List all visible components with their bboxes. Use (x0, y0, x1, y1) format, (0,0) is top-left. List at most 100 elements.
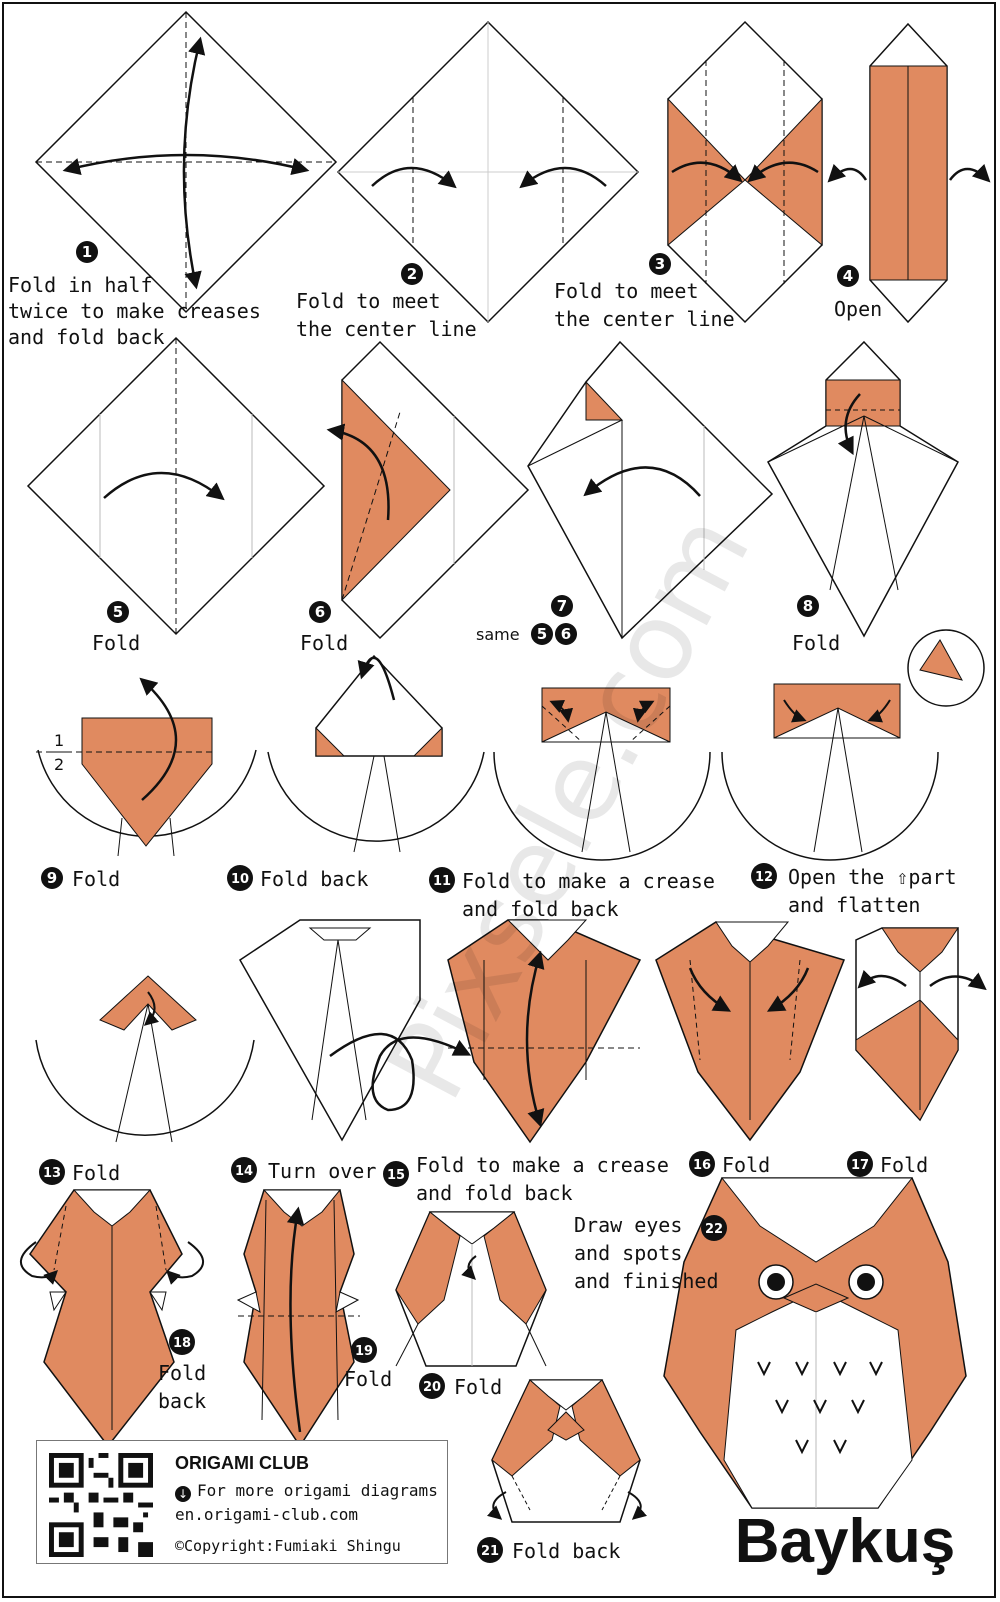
step-number-badge (555, 623, 577, 645)
step-3-figure (667, 20, 823, 324)
step-20-text: Fold (454, 1375, 502, 1399)
step-number: 4 (843, 267, 853, 285)
step-6-text: Fold (300, 631, 348, 655)
step-13-text: Fold (72, 1161, 120, 1185)
site-url[interactable]: en.origami-club.com (175, 1505, 359, 1524)
step-number: 12 (755, 870, 773, 885)
step-number-badge (351, 1337, 377, 1363)
step-number-badge (477, 1537, 503, 1563)
step-7-figure (527, 340, 774, 640)
step-number: 14 (235, 1164, 253, 1179)
step-10-figure (267, 654, 485, 853)
step-13-figure (35, 975, 255, 1143)
page-title: Baykuş (734, 1507, 956, 1576)
step-22-text: Draw eyes (574, 1213, 682, 1237)
step-1-text: twice to make creases (8, 299, 261, 323)
step-5-text: Fold (92, 631, 140, 655)
step-number: 21 (481, 1544, 499, 1559)
step-2-text: the center line (296, 317, 477, 341)
step-9-figure (36, 677, 257, 857)
step-number: 20 (423, 1380, 441, 1395)
step-18-figure (20, 1189, 204, 1448)
step-number: 18 (173, 1336, 191, 1351)
step-3-text: the center line (554, 307, 735, 331)
step-12-text: Open the ⇧part (788, 865, 957, 889)
step-1-text: and fold back (8, 325, 165, 349)
more-diagrams-text: For more origami diagrams (197, 1481, 438, 1500)
step-10-text: Fold back (260, 867, 368, 891)
step-number: 6 (561, 625, 571, 643)
step-21-figure (486, 1379, 648, 1523)
step-number: 10 (231, 872, 249, 887)
step-number: 19 (355, 1344, 373, 1359)
step-number-badge (847, 1151, 873, 1177)
step-16-figure (655, 921, 845, 1142)
step-number: 2 (407, 265, 417, 283)
step-12-text: and flatten (788, 893, 920, 917)
step-11-text: and fold back (462, 897, 619, 921)
step-number-badge (76, 241, 98, 263)
step-21-text: Fold back (512, 1539, 620, 1563)
step-number-badge (383, 1161, 409, 1187)
step-22-text: and spots (574, 1241, 682, 1265)
origami-club-credit: ORIGAMI CLUB ↓For more origami diagrams … (36, 1440, 448, 1564)
step-11-figure (493, 687, 711, 861)
step-number: 8 (803, 597, 813, 615)
copyright: ©Copyright:Fumiaki Shingu (175, 1537, 401, 1555)
step-number: 17 (851, 1158, 869, 1173)
step-22-text: and finished (574, 1269, 719, 1293)
step-number-badge (231, 1157, 257, 1183)
step-1-figure (34, 10, 338, 314)
step-number-badge (39, 1159, 65, 1185)
step-number-badge (531, 623, 553, 645)
step-6-figure (326, 340, 530, 640)
step-20-figure (395, 1211, 547, 1367)
step-14-figure (239, 919, 472, 1142)
step-number: 9 (47, 869, 57, 887)
step-number: 5 (113, 603, 123, 621)
step-number-badge (169, 1329, 195, 1355)
qr-code-icon (49, 1453, 153, 1557)
arrow-down-icon: ↓ (175, 1486, 191, 1502)
step-4-text: Open (834, 297, 882, 321)
brand-name: ORIGAMI CLUB (175, 1453, 309, 1473)
step-19-text: Fold (344, 1367, 392, 1391)
step-number: 6 (315, 603, 325, 621)
step-number-badge (751, 863, 777, 889)
step-number: 15 (387, 1168, 405, 1183)
step-1-text: Fold in half (8, 273, 153, 297)
step-number: 3 (655, 255, 665, 273)
step-2-figure (336, 20, 640, 324)
step-8-text: Fold (792, 631, 840, 655)
step-number-badge (551, 595, 573, 617)
step-number-badge (649, 253, 671, 275)
step-number-badge (227, 865, 253, 891)
more-diagrams[interactable]: ↓ For more origami diagrams (175, 1481, 438, 1502)
step-number-badge (309, 601, 331, 623)
ratio-top: 1 (54, 731, 64, 750)
step-number: 11 (433, 874, 451, 889)
step-number-badge (419, 1373, 445, 1399)
step-17-text: Fold (880, 1153, 928, 1177)
step-number: 13 (43, 1166, 61, 1181)
step-15-figure (447, 919, 642, 1144)
step-15-text: Fold to make a crease (416, 1153, 669, 1177)
ratio-bottom: 2 (54, 755, 64, 774)
step-number-badge (107, 601, 129, 623)
step-number-badge (401, 263, 423, 285)
step-22-owl-figure (663, 1177, 967, 1509)
step-15-text: and fold back (416, 1181, 573, 1205)
step-number: 22 (705, 1222, 723, 1237)
ratio-marker: 1 2 (50, 731, 72, 774)
step-number-badge (701, 1215, 727, 1241)
step-2-text: Fold to meet (296, 289, 441, 313)
step-19-figure (236, 1189, 360, 1448)
step-number: 5 (537, 625, 547, 643)
step-number-badge (797, 595, 819, 617)
step-7-text: same (476, 625, 520, 644)
step-3-text: Fold to meet (554, 279, 699, 303)
step-14-text: Turn over (268, 1159, 376, 1183)
step-17-figure (855, 927, 987, 1122)
